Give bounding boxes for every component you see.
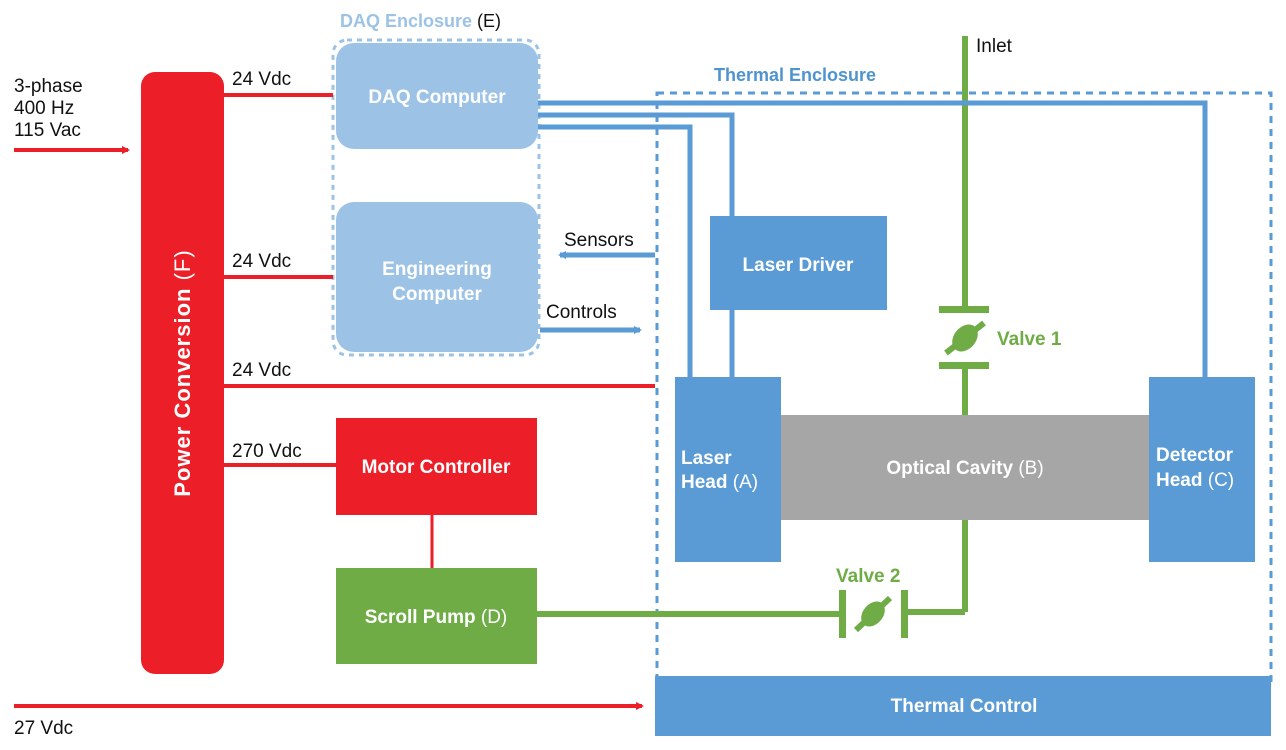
daq-computer-block bbox=[336, 43, 538, 149]
sensors-label: Sensors bbox=[564, 230, 634, 251]
valve-2-symbol bbox=[839, 590, 908, 638]
scroll-pump-block bbox=[336, 568, 537, 664]
detector-head-block bbox=[1149, 377, 1255, 562]
laser-driver-block bbox=[710, 216, 887, 310]
power-lines bbox=[14, 93, 655, 710]
ac-input-label-line1: 3-phase bbox=[14, 76, 83, 97]
daq-enclosure-boundary bbox=[331, 38, 541, 357]
scroll-pump-label: Scroll Pump (D) bbox=[365, 607, 508, 628]
voltage-label-daq: 24 Vdc bbox=[232, 69, 291, 90]
optical-cavity-block bbox=[780, 415, 1150, 520]
detector-head-label-line2: Head (C) bbox=[1156, 470, 1234, 491]
engineering-computer-block bbox=[336, 202, 538, 352]
laser-head-label-line2: Head (A) bbox=[681, 472, 758, 493]
daq-computer-label: DAQ Computer bbox=[368, 87, 506, 108]
controls-label: Controls bbox=[546, 302, 617, 323]
motor-controller-block bbox=[336, 418, 537, 515]
inlet-label: Inlet bbox=[976, 36, 1013, 57]
ac-input-label-line2: 400 Hz bbox=[14, 98, 74, 119]
thermal-control-label: Thermal Control bbox=[891, 696, 1038, 717]
ac-input-label-line3: 115 Vac bbox=[14, 120, 81, 141]
detector-head-label-line1: Detector bbox=[1156, 445, 1234, 466]
laser-head-label-line1: Laser bbox=[681, 448, 732, 469]
valve-1-label: Valve 1 bbox=[997, 329, 1062, 350]
gas-lines bbox=[537, 36, 968, 617]
dc27-input-label: 27 Vdc bbox=[14, 718, 73, 739]
signal-lines bbox=[537, 100, 1208, 377]
power-conversion-label: Power Conversion (F) bbox=[170, 249, 195, 496]
valve-1-symbol bbox=[939, 306, 989, 369]
thermal-control-block bbox=[655, 676, 1271, 736]
laser-head-block bbox=[675, 377, 781, 562]
power-conversion-block bbox=[141, 72, 224, 674]
laser-driver-label: Laser Driver bbox=[743, 255, 855, 276]
voltage-label-engineering: 24 Vdc bbox=[232, 251, 291, 272]
valve-2-label: Valve 2 bbox=[836, 566, 900, 587]
voltage-label-thermal: 24 Vdc bbox=[232, 360, 291, 381]
thermal-enclosure-title: Thermal Enclosure bbox=[714, 65, 876, 85]
engineering-computer-label-line2: Computer bbox=[392, 284, 482, 305]
daq-enclosure-title: DAQ Enclosure (E) bbox=[340, 11, 501, 31]
optical-cavity-label: Optical Cavity (B) bbox=[886, 458, 1043, 479]
engineering-computer-label-line1: Engineering bbox=[382, 259, 492, 280]
voltage-label-motor: 270 Vdc bbox=[232, 441, 302, 462]
motor-controller-label: Motor Controller bbox=[362, 457, 511, 478]
